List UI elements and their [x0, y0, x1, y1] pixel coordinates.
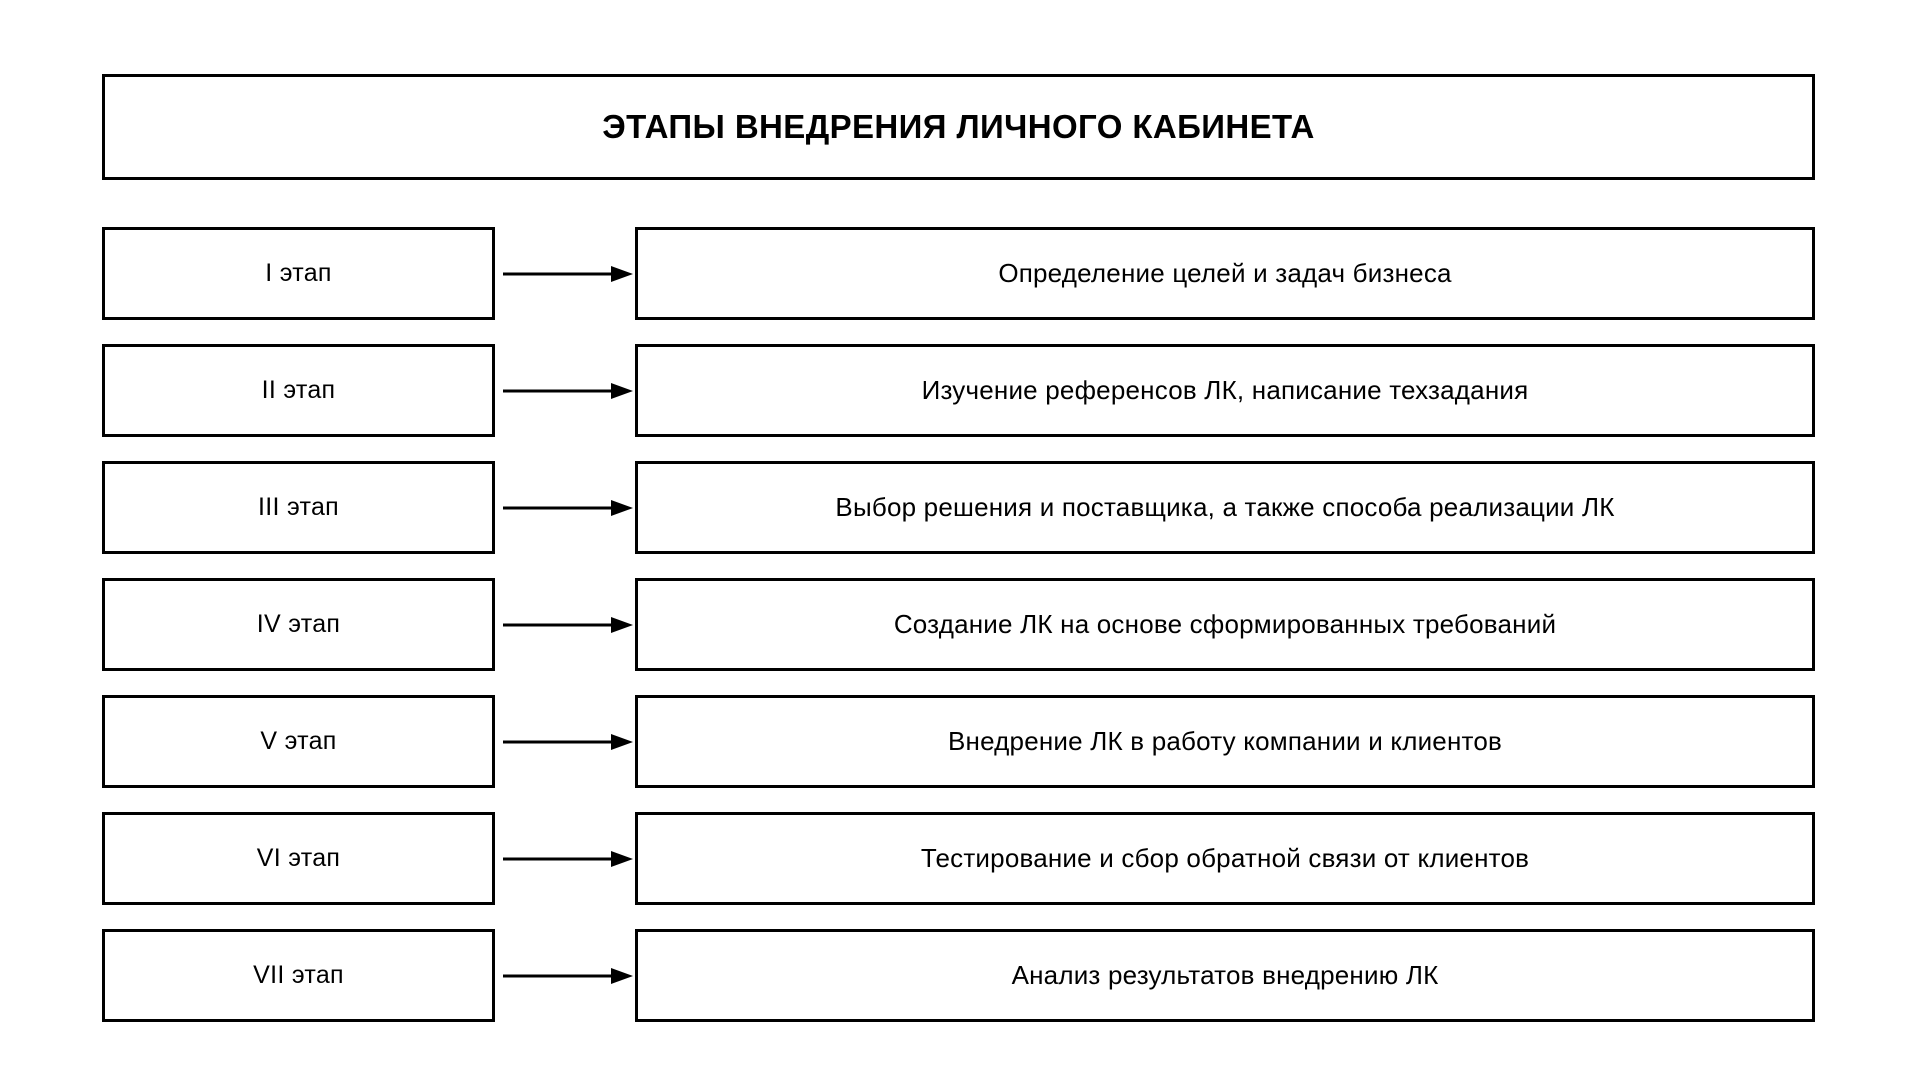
right-arrow-icon [500, 578, 635, 671]
stage-box-1[interactable]: I этап [102, 227, 495, 320]
stage-box-7[interactable]: VII этап [102, 929, 495, 1022]
stage-box-6[interactable]: VI этап [102, 812, 495, 905]
stage-label: II этап [261, 376, 336, 404]
right-arrow-icon [500, 344, 635, 437]
stage-box-5[interactable]: V этап [102, 695, 495, 788]
stage-label: V этап [260, 727, 337, 755]
stage-box-3[interactable]: III этап [102, 461, 495, 554]
stage-description: Определение целей и задач бизнеса [998, 258, 1452, 288]
stage-row: VII этап Анализ результатов внедрению ЛК [0, 929, 1920, 1022]
stage-description-box-4[interactable]: Создание ЛК на основе сформированных тре… [635, 578, 1815, 671]
stage-row: IV этап Создание ЛК на основе сформирова… [0, 578, 1920, 671]
stage-description-box-5[interactable]: Внедрение ЛК в работу компании и клиенто… [635, 695, 1815, 788]
stage-description: Создание ЛК на основе сформированных тре… [893, 609, 1557, 639]
stage-description: Анализ результатов внедрению ЛК [1011, 960, 1439, 990]
stage-row: VI этап Тестирование и сбор обратной свя… [0, 812, 1920, 905]
stage-description: Тестирование и сбор обратной связи от кл… [920, 843, 1530, 873]
stage-row: III этап Выбор решения и поставщика, а т… [0, 461, 1920, 554]
stage-description-box-6[interactable]: Тестирование и сбор обратной связи от кл… [635, 812, 1815, 905]
stage-description: Внедрение ЛК в работу компании и клиенто… [947, 726, 1503, 756]
stage-label: VII этап [253, 961, 344, 989]
stage-label: I этап [265, 259, 332, 287]
diagram-title-box: ЭТАПЫ ВНЕДРЕНИЯ ЛИЧНОГО КАБИНЕТА [102, 74, 1815, 180]
stage-row: II этап Изучение референсов ЛК, написани… [0, 344, 1920, 437]
stage-label: VI этап [256, 844, 341, 872]
right-arrow-icon [500, 812, 635, 905]
stage-description: Изучение референсов ЛК, написание техзад… [921, 375, 1529, 405]
stage-box-4[interactable]: IV этап [102, 578, 495, 671]
right-arrow-icon [500, 227, 635, 320]
stage-description-box-1[interactable]: Определение целей и задач бизнеса [635, 227, 1815, 320]
stage-row: I этап Определение целей и задач бизнеса [0, 227, 1920, 320]
right-arrow-icon [500, 695, 635, 788]
stage-label: III этап [257, 493, 339, 521]
stage-label: IV этап [256, 610, 341, 638]
right-arrow-icon [500, 461, 635, 554]
page-title: ЭТАПЫ ВНЕДРЕНИЯ ЛИЧНОГО КАБИНЕТА [602, 107, 1315, 145]
right-arrow-icon [500, 929, 635, 1022]
stage-description: Выбор решения и поставщика, а также спос… [835, 492, 1615, 522]
stage-row: V этап Внедрение ЛК в работу компании и … [0, 695, 1920, 788]
stage-description-box-2[interactable]: Изучение референсов ЛК, написание техзад… [635, 344, 1815, 437]
stage-description-box-3[interactable]: Выбор решения и поставщика, а также спос… [635, 461, 1815, 554]
stage-description-box-7[interactable]: Анализ результатов внедрению ЛК [635, 929, 1815, 1022]
stage-box-2[interactable]: II этап [102, 344, 495, 437]
